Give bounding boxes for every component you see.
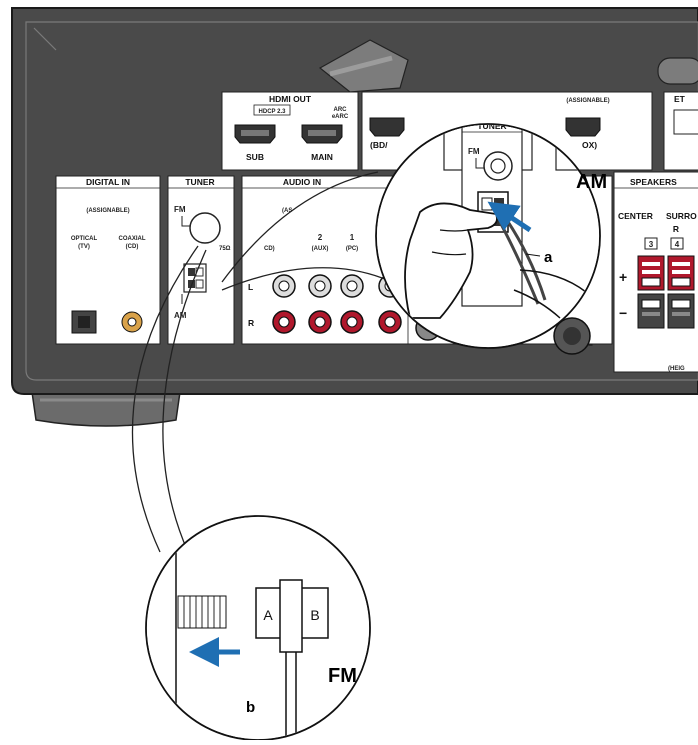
speakers-label: SPEAKERS	[630, 177, 677, 187]
audio-pc-label: (PC)	[346, 246, 358, 252]
fm-antenna-plug: A B	[255, 579, 329, 739]
tuner-am-label: AM	[174, 311, 187, 320]
coaxial-label: COAXIAL	[119, 236, 146, 242]
coaxial-cd-label: (CD)	[126, 244, 139, 250]
speaker-num-4: 4	[675, 240, 680, 249]
wifi-antenna-right	[657, 57, 698, 85]
am-zoom-circle: TUNER FM	[375, 121, 601, 349]
callout-am: AM	[576, 171, 607, 193]
plug-side-b: B	[310, 607, 319, 623]
digital-in-section: DIGITAL IN (ASSIGNABLE) OPTICAL (TV) COA…	[55, 175, 161, 345]
main-label: MAIN	[311, 152, 333, 162]
speakers-section: SPEAKERS CENTER SURRO R 3 4 + − (HEIG	[613, 171, 698, 373]
audio-cd-partial: CD)	[264, 246, 275, 252]
surround-partial-label: SURRO	[666, 211, 697, 221]
sub-label: SUB	[246, 152, 264, 162]
audio-left-label: L	[248, 282, 253, 292]
digital-in-label: DIGITAL IN	[86, 177, 130, 187]
hdcp-label: HDCP 2.3	[259, 109, 287, 115]
height-partial-label: (HEIG	[668, 366, 685, 372]
bd-partial-label: (BD/	[370, 140, 388, 150]
plug-side-a: A	[263, 607, 273, 623]
callout-a: a	[544, 249, 553, 266]
audio-assignable-partial: (AS	[282, 208, 292, 214]
fm-antenna-jack	[189, 212, 221, 244]
wifi-antenna	[318, 39, 409, 93]
speaker-num-3: 3	[649, 240, 654, 249]
zoom-tuner-label: TUNER	[477, 121, 506, 131]
zoom-callout-lines	[131, 171, 393, 553]
ox-partial-label: OX)	[582, 140, 597, 150]
arc-label: ARC	[334, 107, 348, 113]
hdmi-out-label: HDMI OUT	[269, 94, 312, 104]
zoom-fm-label: FM	[468, 147, 480, 156]
speaker-plus-label: +	[619, 269, 627, 285]
speaker-minus-label: −	[619, 305, 627, 321]
red-rca-jacks	[272, 310, 402, 334]
audio-right-label: R	[248, 318, 254, 328]
audio-ch2-number: 2	[318, 233, 323, 242]
callout-b: b	[246, 699, 255, 716]
pre-out-minus: −	[588, 340, 593, 350]
audio-in-label: AUDIO IN	[283, 177, 321, 187]
hand-illustration	[404, 202, 498, 319]
insert-arrow	[487, 201, 532, 233]
fm-jack-ridges	[177, 595, 227, 629]
earc-label: eARC	[332, 114, 349, 120]
digital-assignable-label: (ASSIGNABLE)	[86, 208, 129, 214]
hdmi-in-assignable-label: (ASSIGNABLE)	[566, 98, 609, 104]
ethernet-partial-label: ET	[674, 94, 686, 104]
hdmi-out-section: HDMI OUT HDCP 2.3 ARC eARC SUB MAIN	[221, 91, 359, 171]
callout-fm: FM	[328, 665, 357, 687]
center-label: CENTER	[618, 211, 653, 221]
optical-label: OPTICAL	[71, 236, 98, 242]
fm-zoom-circle: A B	[145, 515, 371, 741]
audio-aux-label: (AUX)	[312, 246, 329, 252]
white-rca-jacks	[272, 274, 402, 298]
surround-r-label: R	[673, 224, 679, 234]
audio-ch1-number: 1	[350, 233, 355, 242]
receiver-foot	[31, 391, 181, 427]
tv-label: (TV)	[78, 244, 90, 250]
tuner-fm-label: FM	[174, 205, 186, 214]
speaker-terminals	[637, 255, 695, 329]
tuner-label: TUNER	[185, 177, 214, 187]
ohm-label: 75Ω	[219, 246, 231, 252]
